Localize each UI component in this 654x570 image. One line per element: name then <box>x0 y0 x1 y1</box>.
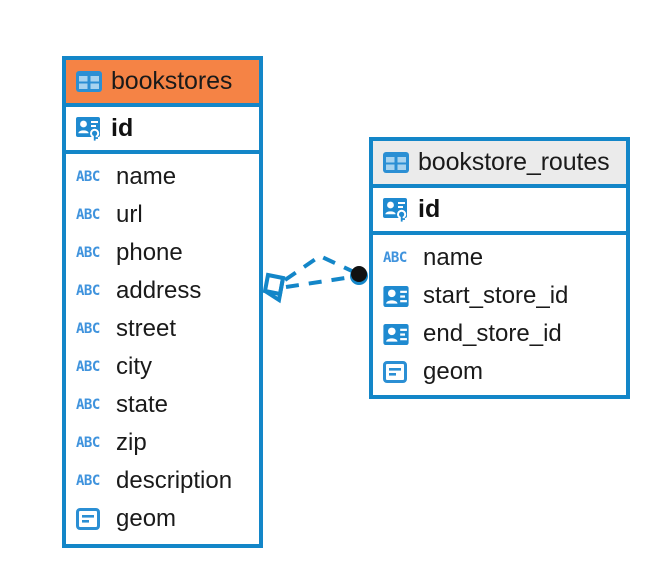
abc-icon: ABC <box>76 245 100 261</box>
geometry-icon <box>383 361 407 383</box>
entity-header-bookstore-routes[interactable]: bookstore_routes <box>373 141 626 188</box>
field-name: start_store_id <box>423 282 569 309</box>
field-row-primary-key[interactable]: id <box>373 188 626 235</box>
abc-icon: ABC <box>76 283 100 299</box>
field-row-street[interactable]: ABC street <box>66 310 259 348</box>
table-icon <box>383 152 409 173</box>
field-row-primary-key[interactable]: id <box>66 107 259 154</box>
field-name: street <box>116 315 177 342</box>
field-name: geom <box>116 505 177 532</box>
field-name: zip <box>116 429 147 456</box>
field-row-name[interactable]: ABC name <box>373 239 626 277</box>
geometry-icon <box>76 508 100 530</box>
entity-table-bookstores[interactable]: bookstores id ABC name ABC url <box>62 56 263 548</box>
field-row-address[interactable]: ABC address <box>66 272 259 310</box>
entity-table-bookstore-routes[interactable]: bookstore_routes id ABC name <box>369 137 630 399</box>
abc-icon: ABC <box>76 321 100 337</box>
field-name: id <box>418 195 441 223</box>
entity-header-bookstores[interactable]: bookstores <box>66 60 259 107</box>
field-name: end_store_id <box>423 320 562 347</box>
abc-icon: ABC <box>76 435 100 451</box>
field-row-state[interactable]: ABC state <box>66 386 259 424</box>
field-row-start-store-id[interactable]: start_store_id <box>373 277 626 315</box>
abc-icon: ABC <box>76 397 100 413</box>
abc-icon: ABC <box>76 169 100 185</box>
abc-icon: ABC <box>383 250 407 266</box>
primary-key-icon <box>383 197 407 222</box>
field-list-bookstores: ABC name ABC url ABC phone ABC address A… <box>66 154 259 544</box>
entity-title: bookstore_routes <box>418 148 610 176</box>
field-row-description[interactable]: ABC description <box>66 462 259 500</box>
relationship-line-upper <box>283 253 355 282</box>
field-name: city <box>116 353 152 380</box>
foreign-key-icon <box>383 285 409 307</box>
field-name: address <box>116 277 202 304</box>
abc-icon: ABC <box>76 207 100 223</box>
abc-icon: ABC <box>76 473 100 489</box>
field-name: url <box>116 201 143 228</box>
entity-title: bookstores <box>111 67 233 95</box>
filled-circle-marker <box>350 266 368 285</box>
foreign-key-icon <box>383 323 409 345</box>
field-row-zip[interactable]: ABC zip <box>66 424 259 462</box>
field-row-geom[interactable]: geom <box>373 353 626 391</box>
field-name: id <box>111 114 134 142</box>
field-row-name[interactable]: ABC name <box>66 158 259 196</box>
field-name: geom <box>423 358 484 385</box>
field-name: phone <box>116 239 183 266</box>
field-row-phone[interactable]: ABC phone <box>66 234 259 272</box>
abc-icon: ABC <box>76 359 100 375</box>
field-list-bookstore-routes: ABC name start_store_id <box>373 235 626 397</box>
crows-foot-diamond-marker <box>262 272 286 304</box>
field-name: description <box>116 467 233 494</box>
field-row-geom[interactable]: geom <box>66 500 259 538</box>
relationship-line-lower <box>285 275 353 289</box>
field-row-url[interactable]: ABC url <box>66 196 259 234</box>
field-name: name <box>116 163 177 190</box>
field-row-end-store-id[interactable]: end_store_id <box>373 315 626 353</box>
primary-key-icon <box>76 116 100 141</box>
field-name: name <box>423 244 484 271</box>
table-icon <box>76 71 102 92</box>
field-name: state <box>116 391 169 418</box>
field-row-city[interactable]: ABC city <box>66 348 259 386</box>
